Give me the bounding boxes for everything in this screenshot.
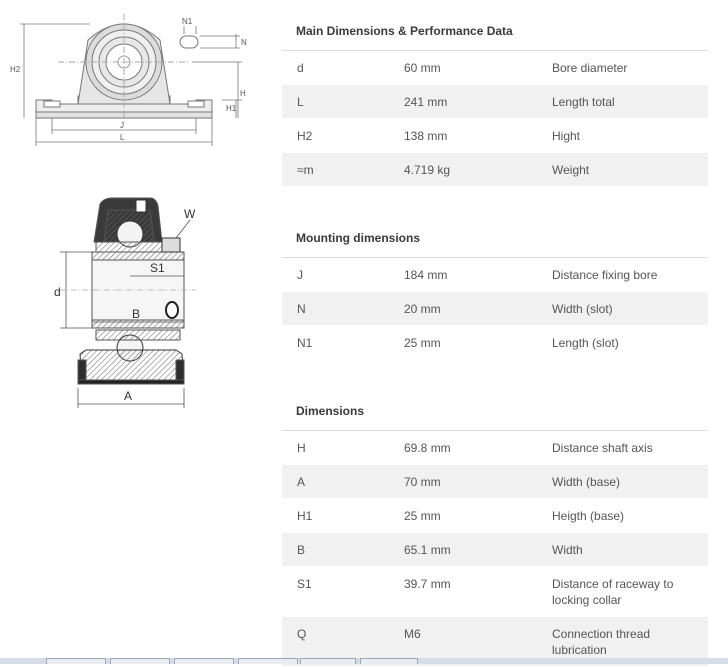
row-description: Distance of raceway to locking collar (552, 577, 674, 607)
label-j: J (120, 121, 124, 130)
housing-front-view (35, 14, 213, 122)
spec-panel: Main Dimensions & Performance Data d 60 … (282, 12, 708, 667)
row-value: 65.1 mm (404, 543, 451, 557)
taskbar-item[interactable] (300, 658, 356, 664)
table-row: N1 25 mm Length (slot) (282, 326, 708, 360)
technical-drawing: N1 N H2 H H1 J L (10, 14, 247, 408)
row-value: 70 mm (404, 475, 441, 489)
table-row: N 20 mm Width (slot) (282, 292, 708, 326)
row-description: Width (552, 543, 583, 557)
row-value: 184 mm (404, 268, 448, 282)
row-symbol: d (297, 61, 304, 75)
row-symbol: Q (297, 627, 307, 641)
row-value: 25 mm (404, 336, 441, 350)
section-dimension-lines (60, 219, 196, 408)
label-n: N (241, 38, 247, 47)
label-s1: S1 (150, 261, 165, 275)
row-description: Hight (552, 129, 581, 143)
row-value: M6 (404, 627, 421, 641)
label-l: L (120, 133, 125, 142)
bearing-cross-section (77, 197, 185, 385)
row-description: Heigth (base) (552, 509, 625, 523)
mounting-table: J 184 mm Distance fixing bore N 20 mm Wi… (282, 258, 708, 360)
label-d: d (54, 285, 61, 299)
taskbar-item[interactable] (174, 658, 234, 664)
label-w: W (184, 207, 196, 221)
row-value: 4.719 kg (404, 163, 451, 177)
row-description: Connection thread lubrication (552, 627, 651, 657)
label-a: A (124, 389, 132, 403)
row-description: Length (slot) (552, 336, 619, 350)
row-symbol: J (297, 268, 303, 282)
row-symbol: N (297, 302, 306, 316)
row-symbol: L (297, 95, 304, 109)
row-symbol: ≈m (297, 163, 314, 177)
table-row: L 241 mm Length total (282, 85, 708, 119)
row-value: 39.7 mm (404, 577, 451, 591)
row-value: 60 mm (404, 61, 441, 75)
taskbar (0, 658, 728, 664)
row-description: Distance fixing bore (552, 268, 658, 282)
label-h1: H1 (226, 104, 237, 113)
row-value: 69.8 mm (404, 441, 451, 455)
section-title-mounting: Mounting dimensions (282, 219, 708, 258)
dimensions-table: H 69.8 mm Distance shaft axis A 70 mm Wi… (282, 431, 708, 667)
label-n1: N1 (182, 17, 193, 26)
row-symbol: H1 (297, 509, 313, 523)
row-value: 25 mm (404, 509, 441, 523)
row-value: 138 mm (404, 129, 448, 143)
table-row: S1 39.7 mm Distance of raceway to lockin… (282, 567, 708, 617)
row-symbol: H (297, 441, 306, 455)
taskbar-item[interactable] (46, 658, 106, 664)
taskbar-item[interactable] (238, 658, 298, 664)
row-symbol: S1 (297, 577, 312, 591)
row-description: Width (base) (552, 475, 621, 489)
row-description: Weight (552, 163, 590, 177)
table-row: H2 138 mm Hight (282, 119, 708, 153)
housing-dimension-lines (20, 23, 242, 146)
table-row: d 60 mm Bore diameter (282, 51, 708, 85)
row-description: Bore diameter (552, 61, 628, 75)
taskbar-item[interactable] (110, 658, 170, 664)
row-symbol: A (297, 475, 306, 489)
label-h: H (240, 89, 246, 98)
table-row: ≈m 4.719 kg Weight (282, 153, 708, 187)
taskbar-item[interactable] (360, 658, 418, 664)
row-symbol: B (297, 543, 306, 557)
row-symbol: H2 (297, 129, 313, 143)
row-description: Width (slot) (552, 302, 613, 316)
row-description: Length total (552, 95, 615, 109)
row-value: 20 mm (404, 302, 441, 316)
row-value: 241 mm (404, 95, 448, 109)
table-row: B 65.1 mm Width (282, 533, 708, 567)
row-description: Distance shaft axis (552, 441, 653, 455)
label-h2: H2 (10, 65, 21, 74)
section-title-main: Main Dimensions & Performance Data (282, 12, 708, 51)
table-row: H1 25 mm Heigth (base) (282, 499, 708, 533)
table-row: H 69.8 mm Distance shaft axis (282, 431, 708, 465)
section-title-dimensions: Dimensions (282, 392, 708, 431)
main-table: d 60 mm Bore diameter L 241 mm Length to… (282, 51, 708, 187)
table-row: J 184 mm Distance fixing bore (282, 258, 708, 292)
table-row: A 70 mm Width (base) (282, 465, 708, 499)
row-symbol: N1 (297, 336, 313, 350)
label-b: B (132, 307, 140, 321)
